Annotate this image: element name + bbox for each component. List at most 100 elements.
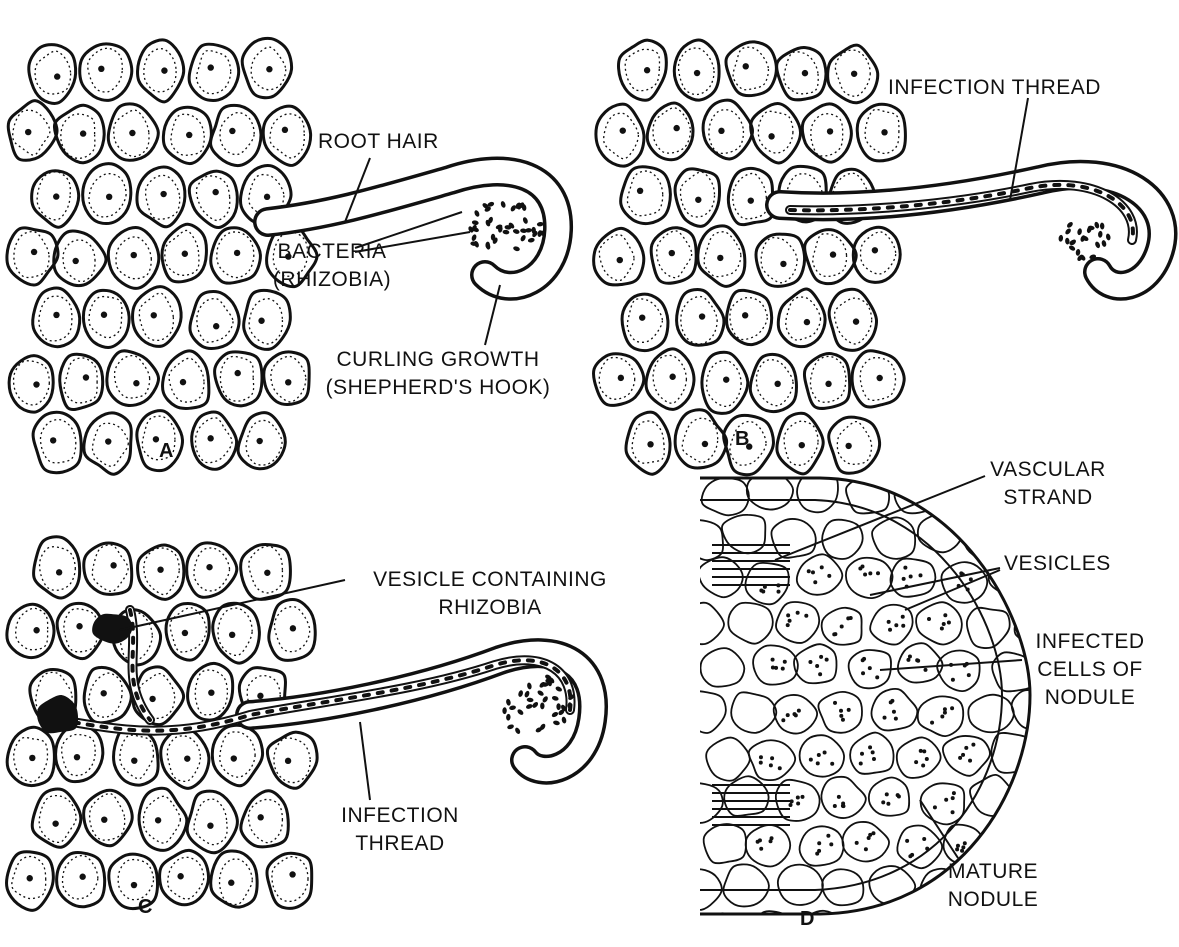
label-bacteria-line1: BACTERIA xyxy=(262,238,402,266)
plant-cell-wall xyxy=(267,853,312,908)
cell-inner-membrane xyxy=(197,51,231,94)
cell-nucleus xyxy=(98,66,104,72)
bacteroid-dot xyxy=(827,574,831,578)
cell-nucleus xyxy=(72,258,78,264)
nodule-cell xyxy=(843,910,889,947)
rhizobium-bacterium xyxy=(1065,238,1070,245)
nodule-cell xyxy=(701,648,745,687)
cell-inner-membrane xyxy=(92,545,128,591)
cell-inner-membrane xyxy=(249,299,282,344)
bacteroid-dot xyxy=(841,804,845,808)
cell-inner-membrane xyxy=(61,114,95,158)
bacteroid-dot xyxy=(886,802,890,806)
nodule-cell xyxy=(870,605,912,645)
cell-inner-membrane xyxy=(120,735,154,779)
rhizobium-bacterium xyxy=(537,689,545,697)
bacteroid-dot xyxy=(887,620,891,624)
bacteroid-dot xyxy=(901,615,905,619)
cell-inner-membrane xyxy=(682,418,717,462)
cell-nucleus xyxy=(258,318,264,324)
bacteroid-dot xyxy=(914,760,918,764)
cell-nucleus xyxy=(101,312,107,318)
cell-nucleus xyxy=(33,627,39,633)
label-infection-c-line2: THREAD xyxy=(300,830,500,858)
nodule-cell xyxy=(704,824,746,863)
bacteroid-dot xyxy=(761,590,765,594)
cell-nucleus xyxy=(101,816,107,822)
cell-inner-membrane xyxy=(811,114,843,156)
nodule-cell xyxy=(722,515,765,554)
nodule-cell xyxy=(698,913,744,947)
plant-cell-wall xyxy=(54,105,104,162)
rhizobium-bacterium xyxy=(1068,244,1076,251)
cell-nucleus xyxy=(235,370,241,376)
cell-inner-membrane xyxy=(143,796,180,843)
bacteroid-dot xyxy=(930,721,934,725)
cell-inner-membrane xyxy=(733,47,768,90)
cell-inner-membrane xyxy=(632,421,664,463)
cell-inner-membrane xyxy=(146,175,180,219)
bacteroid-dot xyxy=(905,839,909,843)
bacteroid-dot xyxy=(908,854,912,858)
panel-letter-d: D xyxy=(800,908,814,931)
bacteroid-dot xyxy=(816,761,820,765)
cell-inner-membrane xyxy=(270,114,304,158)
bacteroid-dot xyxy=(759,761,763,765)
bacteroid-dot xyxy=(819,655,823,659)
label-infected-line1: INFECTED xyxy=(1010,628,1170,656)
cell-nucleus xyxy=(618,375,624,381)
rhizobium-bacterium xyxy=(473,209,480,217)
bacteroid-dot xyxy=(955,847,959,851)
plant-cell-wall xyxy=(215,352,262,406)
bacteroid-dot xyxy=(840,624,844,628)
rhizobium-bacterium xyxy=(472,220,480,226)
label-infection-thread-c: INFECTION THREAD xyxy=(300,802,500,858)
nodule-cortex-line xyxy=(700,500,1002,890)
plant-cell-wall xyxy=(9,356,53,412)
nodule-cell xyxy=(897,737,941,778)
bacteroid-dot xyxy=(950,706,954,710)
cell-nucleus xyxy=(133,380,139,386)
rhizobium-bacterium xyxy=(553,720,561,726)
rhizobium-bacterium xyxy=(556,703,561,710)
nodule-cell xyxy=(963,518,1008,559)
cell-nucleus xyxy=(620,127,626,133)
bacteroid-dot xyxy=(833,632,837,636)
plant-cell-wall xyxy=(263,106,310,165)
cell-nucleus xyxy=(743,63,749,69)
bacteroid-dot xyxy=(774,666,778,670)
nodule-cell xyxy=(872,689,918,731)
nodule-cell xyxy=(1042,911,1084,947)
rhizobium-bacterium xyxy=(1098,231,1103,238)
cell-nucleus xyxy=(617,257,623,263)
bacteroid-dot xyxy=(919,749,923,753)
bacteroid-dot xyxy=(833,701,837,705)
cell-nucleus xyxy=(106,194,112,200)
nodule-cell xyxy=(800,826,844,865)
bacteroid-dot xyxy=(892,710,896,714)
nodule-cell xyxy=(937,651,980,692)
label-vesicles: VESICLES xyxy=(1004,550,1111,578)
bacteroid-dot xyxy=(841,718,845,722)
cell-nucleus xyxy=(637,188,643,194)
rhizobium-bacterium xyxy=(522,217,529,225)
nodule-cell xyxy=(794,644,837,683)
cell-inner-membrane xyxy=(197,299,233,343)
rhizobium-bacterium xyxy=(1066,221,1074,229)
label-infected-cells: INFECTED CELLS OF NODULE xyxy=(1010,628,1170,712)
nodule-cell xyxy=(921,783,965,824)
bacteroid-dot xyxy=(868,666,872,670)
cell-nucleus xyxy=(53,312,59,318)
bacteroid-dot xyxy=(778,766,782,770)
rhizobium-bacterium xyxy=(561,716,567,724)
bacteroid-dot xyxy=(871,831,875,835)
label-vesicle-line1: VESICLE CONTAINING xyxy=(340,566,640,594)
bacteroid-dot xyxy=(808,660,812,664)
bacteroid-dot xyxy=(847,708,851,712)
bacteroid-dot xyxy=(830,762,834,766)
rhizobium-bacterium xyxy=(1105,233,1111,241)
rhizobium-bacterium xyxy=(551,695,559,701)
bacteroid-dot xyxy=(813,580,817,584)
cell-nucleus xyxy=(699,313,705,319)
cell-inner-membrane xyxy=(115,356,150,398)
